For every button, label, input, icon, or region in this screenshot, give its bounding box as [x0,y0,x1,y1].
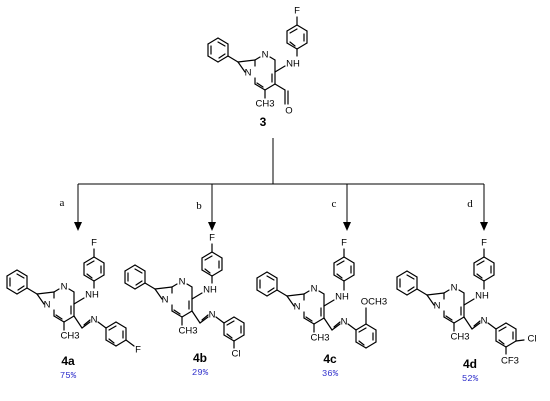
yield-value: 52% [462,374,479,384]
condition-a: a [60,197,65,209]
pyrimidine-n1: N [61,282,68,293]
imine-n: N [481,316,488,327]
methyl-group: CH3 [178,326,197,337]
pyrimidine-ring [36,288,85,323]
aldehyde-oxygen: O [285,106,292,117]
fluorophenyl-ring [201,243,223,284]
branch-tree [74,138,488,231]
phenyl-ring [6,269,38,295]
pyrimidine-n1: N [451,283,458,294]
aryl-substituent: Cl [232,349,241,360]
fluorophenyl-ring [333,248,355,291]
pyrimidine-ring [426,289,475,324]
aryl-substituent: Cl [528,334,537,345]
methyl-group: CH3 [310,333,329,344]
fluoro-atom: F [294,6,300,17]
yield-value: 29% [192,368,209,378]
fluoro-atom: F [341,238,347,249]
condition-b: b [196,200,202,212]
phenyl-ring [207,37,239,63]
nh-atom: NH [475,291,489,302]
starting-material-3: F NH N N [207,6,308,129]
product-4c: F NH N N [256,238,387,379]
nh-bond [274,65,286,73]
aryl-ring [495,322,525,355]
nh-atom: NH [286,59,300,70]
nh-atom: NH [203,285,217,296]
condition-c: c [332,198,337,210]
pyrimidine-n1: N [311,284,318,295]
pyrimidine-ring [286,290,335,325]
aryl-ring [223,316,245,349]
phenyl-ring [124,264,156,290]
aryl-substituent: OCH3 [361,297,387,308]
imine-n: N [341,317,348,328]
product-4a: F NH N N [6,238,141,381]
fluorophenyl-ring [286,16,308,57]
compound-label: 4a [61,354,75,368]
aldehyde-bond [274,83,286,91]
imine-n: N [91,315,98,326]
fluorophenyl-ring [473,248,495,290]
fluoro-atom: F [481,238,487,249]
methyl-group: CH3 [450,332,469,343]
compound-label: 4c [323,352,337,366]
imine-n: N [209,310,216,321]
fluoro-atom: F [209,233,215,244]
compound-label: 4b [193,351,207,365]
phenyl-ring [396,270,428,296]
fluoro-atom: F [91,238,97,249]
pyrimidine-n3: N [162,295,169,306]
pyrimidine-n3: N [294,302,301,313]
pyrimidine-n1: N [179,277,186,288]
pyrimidine-ring [237,56,276,91]
product-4b: F NH N N [124,233,245,378]
compound-label-3: 3 [260,115,267,129]
pyrimidine-n3: N [44,300,51,311]
methyl-group: CH3 [60,331,79,342]
aryl-ring [355,307,377,349]
yield-value: 36% [322,369,339,379]
condition-d: d [467,198,473,210]
pyrimidine-n1: N [262,50,269,61]
aryl-substituent-2: CF3 [501,356,519,367]
methyl-group: CH3 [255,99,274,110]
compound-label: 4d [463,357,477,371]
nh-atom: NH [85,290,99,301]
pyrimidine-n3: N [245,68,252,79]
fluorophenyl-ring [83,248,105,289]
aryl-substituent: F [135,345,141,356]
pyrimidine-ring [154,283,203,318]
aryl-ring [105,321,135,347]
phenyl-ring [256,271,288,297]
pyrimidine-n3: N [434,301,441,312]
yield-value: 75% [60,371,77,381]
nh-atom: NH [335,292,349,303]
product-4d: F NH N N [396,238,537,384]
